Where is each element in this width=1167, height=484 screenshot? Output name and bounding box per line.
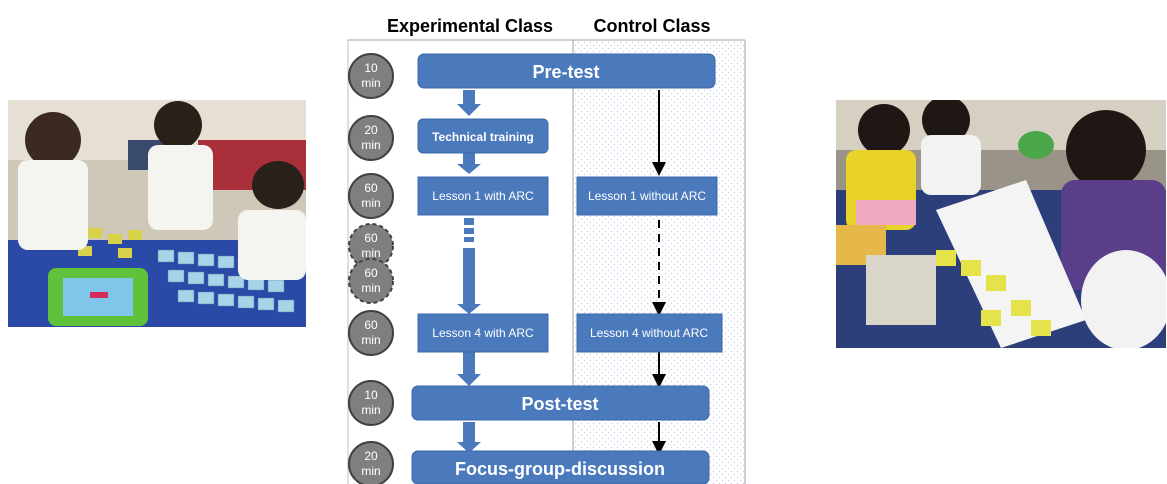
svg-text:min: min: [361, 464, 380, 478]
svg-text:Pre-test: Pre-test: [532, 62, 599, 82]
svg-text:min: min: [361, 138, 380, 152]
pretest-box: Pre-test: [417, 53, 716, 89]
time-circle: 10 min: [348, 53, 394, 99]
classroom-photo-right: [836, 100, 1166, 348]
svg-text:Post-test: Post-test: [521, 394, 598, 414]
svg-text:min: min: [361, 281, 380, 295]
technical-training-box: Technical training: [417, 118, 549, 154]
lesson4-experimental-box: Lesson 4 with ARC: [417, 313, 549, 353]
svg-text:10: 10: [364, 388, 378, 402]
lesson1-experimental-box: Lesson 1 with ARC: [417, 176, 549, 216]
svg-text:60: 60: [364, 231, 378, 245]
focus-group-box: Focus-group-discussion: [411, 450, 710, 484]
posttest-box: Post-test: [411, 385, 710, 421]
svg-text:60: 60: [364, 181, 378, 195]
time-circle: 60 min: [348, 173, 394, 219]
lesson1-control-box: Lesson 1 without ARC: [576, 176, 718, 216]
time-circle-dashed: 60 min: [348, 223, 394, 269]
svg-text:min: min: [361, 333, 380, 347]
svg-text:min: min: [361, 76, 380, 90]
svg-text:min: min: [361, 403, 380, 417]
time-circle-dashed: 60 min: [348, 258, 394, 304]
svg-text:Lesson 1 with ARC: Lesson 1 with ARC: [432, 189, 534, 203]
svg-text:60: 60: [364, 266, 378, 280]
lesson4-control-box: Lesson 4 without ARC: [576, 313, 723, 353]
control-class-header: Control Class: [593, 16, 710, 36]
svg-text:Focus-group-discussion: Focus-group-discussion: [455, 459, 665, 479]
svg-text:20: 20: [364, 123, 378, 137]
children-with-cards-image: [8, 100, 306, 327]
children-with-worksheet-image: [836, 100, 1166, 348]
time-circle: 20 min: [348, 115, 394, 161]
experimental-flow-arrows: [457, 90, 481, 453]
svg-text:Lesson 1 without ARC: Lesson 1 without ARC: [588, 189, 706, 203]
time-circle: 60 min: [348, 310, 394, 356]
experimental-class-header: Experimental Class: [387, 16, 553, 36]
svg-text:60: 60: [364, 318, 378, 332]
time-circle: 10 min: [348, 380, 394, 426]
time-circle: 20 min: [348, 441, 394, 484]
svg-text:min: min: [361, 246, 380, 260]
svg-text:10: 10: [364, 61, 378, 75]
svg-text:Technical training: Technical training: [432, 130, 534, 144]
svg-text:Lesson 4 with ARC: Lesson 4 with ARC: [432, 326, 534, 340]
svg-text:20: 20: [364, 449, 378, 463]
classroom-photo-left: [8, 100, 306, 327]
svg-text:min: min: [361, 196, 380, 210]
study-design-flowchart: Experimental Class Control Class 10 min …: [347, 16, 746, 484]
svg-text:Lesson 4 without ARC: Lesson 4 without ARC: [590, 326, 708, 340]
